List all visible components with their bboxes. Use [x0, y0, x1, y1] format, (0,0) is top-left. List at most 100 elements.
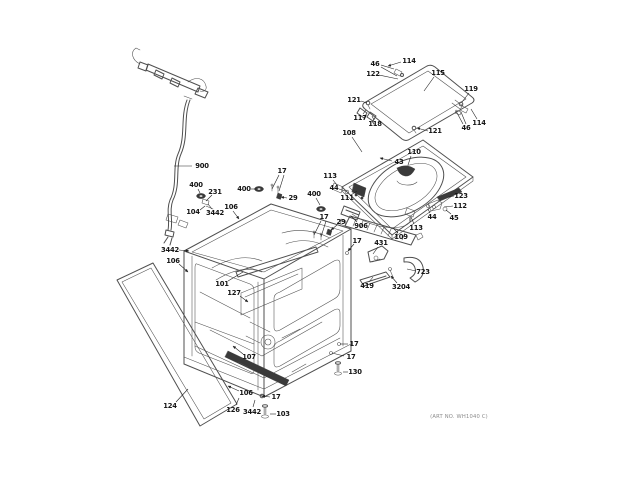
part-label-46: 46: [461, 124, 471, 132]
part-label-106: 106: [239, 389, 253, 397]
part-label-109: 109: [394, 233, 408, 241]
wiring-harness-drawing: [132, 47, 214, 246]
leader-line-17: [261, 394, 271, 398]
leader-line-127: [239, 295, 249, 303]
leader-line-44: [338, 188, 346, 192]
cabinet-drawing: [183, 183, 352, 398]
leader-line-123: [447, 195, 455, 198]
leader-line-106: [178, 263, 189, 273]
leader-line-17: [347, 243, 355, 252]
part-label-29: 29: [288, 194, 298, 202]
art-number: (ART NO. WH1040 C): [430, 414, 488, 420]
leader-line-113: [332, 179, 338, 186]
leader-line-106: [227, 385, 240, 392]
part-label-112: 112: [453, 202, 467, 210]
leader-line-115: [423, 76, 435, 92]
part-label-231: 231: [208, 188, 222, 196]
part-label-101: 101: [215, 280, 229, 288]
part-label-45: 45: [449, 214, 459, 222]
part-label-17: 17: [277, 167, 287, 175]
part-label-122: 122: [366, 70, 380, 78]
leader-line-122: [378, 74, 399, 80]
part-label-3442: 3442: [243, 408, 262, 416]
part-label-123: 123: [454, 192, 468, 200]
leader-line-17: [331, 352, 345, 357]
leader-line-29: [280, 196, 288, 199]
leader-line-117: [362, 109, 367, 115]
part-label-17: 17: [271, 393, 281, 401]
part-label-118: 118: [368, 120, 382, 128]
leader-line-112: [443, 205, 454, 208]
latch-bracket-cluster-drawing: [359, 245, 424, 287]
leader-line-419: [368, 276, 374, 283]
leader-line-118: [371, 115, 375, 121]
part-label-104: 104: [186, 208, 200, 216]
part-label-43: 43: [394, 158, 404, 166]
leader-line-101: [227, 271, 244, 282]
part-label-400: 400: [237, 185, 251, 193]
part-label-106: 106: [224, 203, 238, 211]
leader-line-106: [232, 210, 240, 220]
part-label-110: 110: [407, 148, 421, 156]
leader-line-43: [379, 157, 393, 162]
lid-drawing: [356, 64, 475, 141]
part-label-127: 127: [227, 289, 241, 297]
leader-line-431: [372, 246, 379, 255]
part-label-723: 723: [416, 268, 430, 276]
part-label-17: 17: [319, 213, 329, 221]
part-label-114: 114: [472, 119, 486, 127]
leader-line-119: [461, 92, 470, 103]
leader-line-17: [278, 174, 285, 192]
part-label-114: 114: [402, 57, 416, 65]
leader-line-124: [175, 388, 189, 403]
part-label-130: 130: [348, 368, 362, 376]
part-label-17: 17: [349, 340, 359, 348]
leader-line-906: [350, 215, 358, 223]
leader-line-121: [360, 100, 368, 104]
part-label-44: 44: [329, 184, 339, 192]
leader-line-400: [197, 188, 201, 194]
leader-line-108: [351, 136, 363, 153]
part-label-400: 400: [307, 190, 321, 198]
leader-line-114: [387, 61, 402, 67]
part-label-121: 121: [428, 127, 442, 135]
leader-line-3442: [252, 399, 256, 408]
leader-line-110: [407, 155, 412, 166]
part-label-124: 124: [163, 402, 177, 410]
leader-line-121: [416, 127, 429, 132]
part-label-431: 431: [374, 239, 388, 247]
part-label-3442: 3442: [161, 246, 180, 254]
leader-line-46: [380, 64, 395, 70]
leader-line-111: [350, 190, 358, 196]
leader-line-231: [205, 194, 213, 202]
leader-line-3204: [390, 275, 398, 284]
part-label-119: 119: [464, 85, 478, 93]
part-label-17: 17: [346, 353, 356, 361]
part-label-3442: 3442: [206, 209, 225, 217]
part-label-106: 106: [166, 257, 180, 265]
top-panel-drawing: [331, 139, 474, 246]
leader-line-17: [320, 220, 327, 238]
leader-line-104: [199, 205, 206, 211]
part-label-113: 113: [409, 224, 423, 232]
part-label-103: 103: [276, 410, 290, 418]
leader-line-3442: [178, 249, 190, 253]
leader-line-46: [460, 111, 467, 125]
leader-line-400: [315, 197, 321, 206]
leader-line-17: [313, 220, 322, 236]
leader-line-109: [392, 227, 399, 234]
part-label-906: 906: [354, 222, 368, 230]
leader-line-114: [470, 108, 478, 120]
part-label-400: 400: [189, 181, 203, 189]
part-label-117: 117: [353, 114, 367, 122]
part-label-111: 111: [340, 194, 354, 202]
leader-line-29: [330, 224, 338, 231]
leader-line-113: [410, 216, 415, 225]
leader-line-723: [406, 268, 417, 272]
leader-line-3442: [207, 203, 213, 210]
part-label-115: 115: [431, 69, 445, 77]
part-label-29: 29: [336, 218, 346, 226]
leader-line-126: [235, 397, 240, 406]
